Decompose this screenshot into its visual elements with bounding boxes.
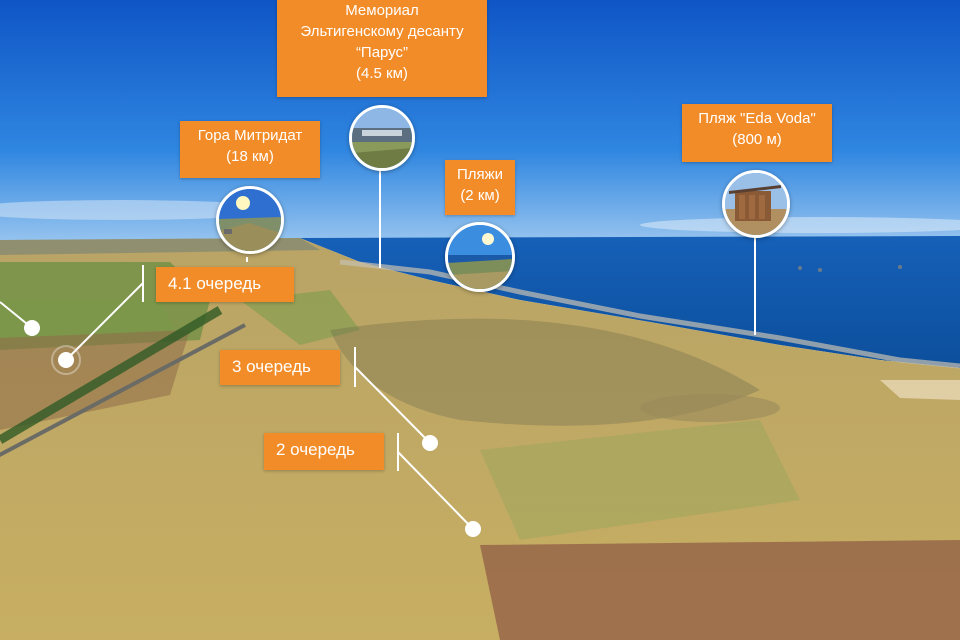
queue-2-text: 2 очередь [276,440,355,459]
queue-4-1-label[interactable]: 4.1 очередь [156,267,294,302]
memorial-title-line3: “Парус” [355,44,409,61]
mitridat-title: Гора Митридат [197,127,303,144]
memorial-title-line1: Мемориал [345,2,419,19]
beaches-label[interactable]: Пляжи (2 км) [445,160,515,215]
eda-voda-distance: (800 м) [732,131,782,148]
beaches-distance: (2 км) [460,187,500,204]
beaches-title: Пляжи [456,166,504,183]
queue-3-text: 3 очередь [232,357,311,376]
memorial-distance: (4.5 км) [356,65,408,82]
queue-2-label[interactable]: 2 очередь [264,433,384,470]
eda-voda-label[interactable]: Пляж "Eda Voda" (800 м) [682,104,832,162]
memorial-thumbnail-icon[interactable] [349,105,415,171]
beach-bar-thumbnail-icon[interactable] [722,170,790,238]
eda-voda-title: Пляж "Eda Voda" [698,110,816,127]
beach-thumbnail-icon[interactable] [445,222,515,292]
queue-4-1-text: 4.1 очередь [168,274,262,293]
mitridat-distance: (18 км) [226,148,274,165]
queue-3-label[interactable]: 3 очередь [220,350,340,385]
mitridat-label[interactable]: Гора Митридат (18 км) [180,121,320,178]
memorial-label[interactable]: Мемориал Эльтигенскому десанту “Парус” (… [277,0,487,97]
mountain-thumbnail-icon[interactable] [216,186,284,254]
memorial-title-line2: Эльтигенскому десанту [300,23,464,40]
